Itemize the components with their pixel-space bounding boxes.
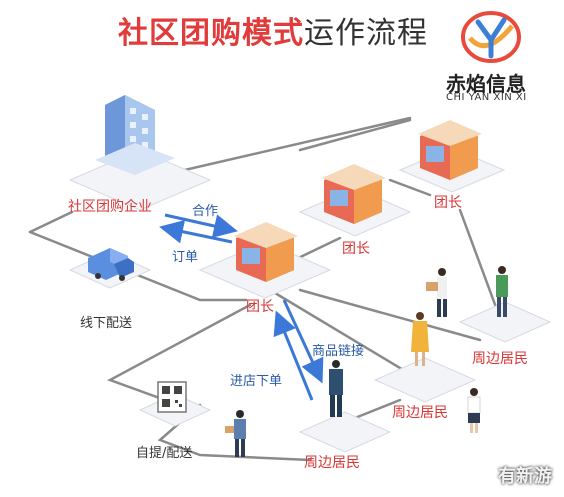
link-store-top-to-store-mid (298, 118, 412, 152)
link-truck-to-leader (28, 230, 248, 302)
arrow-order (159, 219, 233, 244)
title-part-2: 运作流程 (304, 16, 428, 51)
platform-resident-3 (298, 411, 392, 453)
node-resident-2: 周边居民 (392, 405, 448, 421)
person-icon-student (467, 388, 481, 433)
diagram-title: 社区团购模式运作流程 (118, 8, 428, 52)
delivery-truck-icon (88, 248, 134, 281)
brand-subtitle: CHI YAN XIN XI (446, 92, 527, 103)
storefront-icon-main (234, 222, 298, 282)
flow-order: 订单 (172, 250, 199, 265)
flow-cooperate: 合作 (192, 204, 219, 219)
person-icon-yellow (411, 312, 429, 366)
node-resident-3: 周边居民 (304, 455, 360, 471)
node-leader-main: 团长 (246, 299, 274, 315)
node-resident-1: 周边居民 (472, 351, 528, 367)
flow-offline-delivery: 线下配送 (80, 316, 133, 331)
platform-resident-1 (458, 301, 552, 343)
link-resident3-to-resident2 (348, 398, 402, 422)
storefront-icon-3 (418, 120, 482, 180)
link-enterprise-left (28, 210, 74, 234)
link-leader-to-resident-right (298, 288, 482, 342)
qr-code-icon (157, 381, 187, 413)
brand-name: 赤焰信息 (446, 72, 526, 96)
flow-store-order: 进店下单 (230, 374, 283, 389)
person-icon-box-carrier (426, 268, 447, 317)
node-leader-2: 团长 (342, 241, 370, 257)
link-store-mid-to-leader3 (388, 178, 432, 197)
flow-pickup-delivery: 自提/配送 (136, 446, 193, 461)
flow-product-link: 商品链接 (312, 344, 365, 359)
person-icon-green (496, 266, 508, 317)
link-leader3-to-resident1 (458, 208, 502, 320)
brand-logo-icon (461, 11, 521, 63)
watermark: 有新游 (498, 466, 552, 487)
storefront-icon-2 (322, 164, 386, 224)
arrow-store-order (273, 310, 314, 401)
arrow-product-link (282, 299, 324, 384)
person-icon-pickup (225, 410, 246, 457)
office-building-icon (95, 95, 175, 175)
link-leader-to-resident-mid (268, 288, 422, 382)
platform-resident-2 (373, 357, 477, 403)
person-icon-suit (329, 360, 343, 417)
node-enterprise: 社区团购企业 (68, 199, 152, 215)
link-leader-to-qr (106, 303, 252, 402)
title-part-1: 社区团购模式 (118, 16, 304, 51)
node-leader-3: 团长 (434, 195, 462, 211)
link-enterprise-to-store-top (148, 116, 412, 180)
arrow-cooperate (164, 213, 238, 238)
